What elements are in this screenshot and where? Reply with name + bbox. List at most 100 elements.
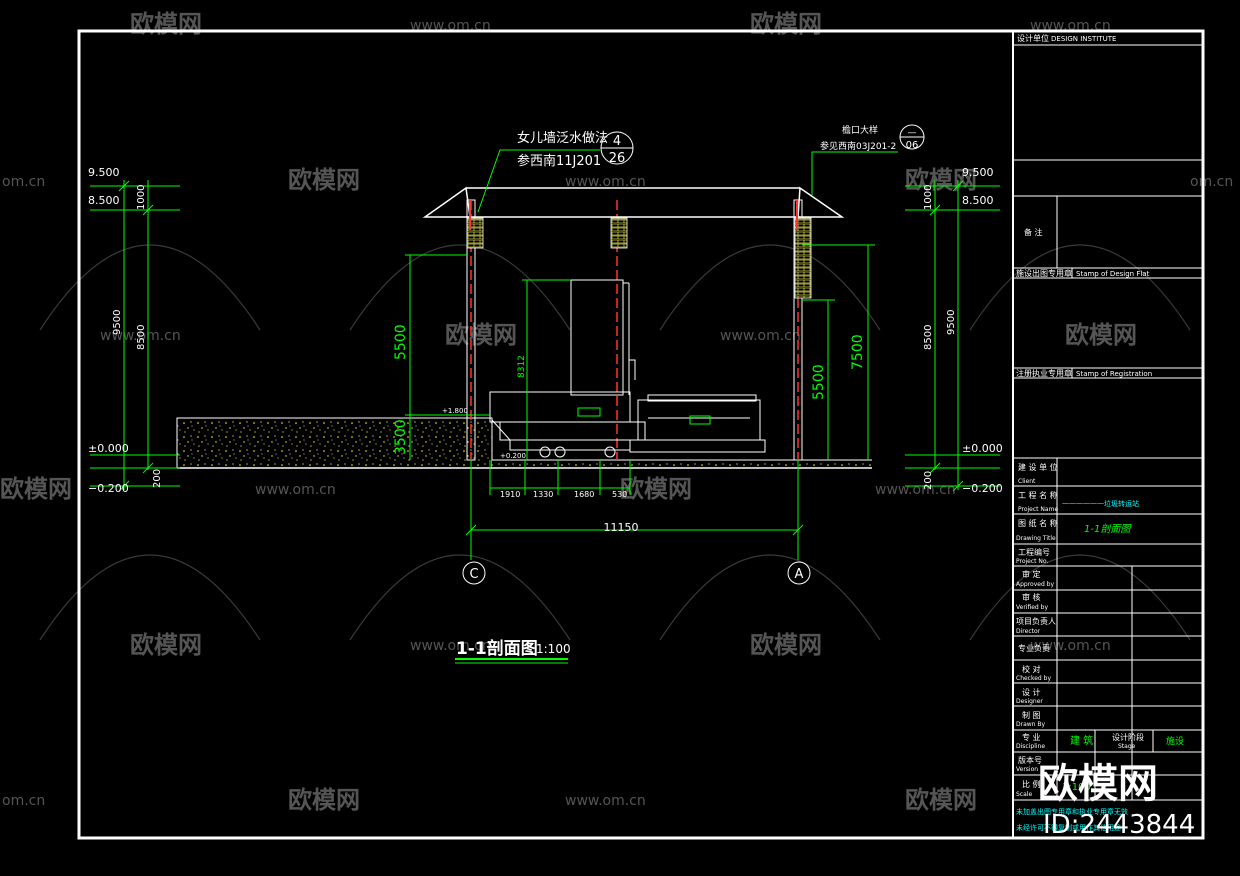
- dim-value: 1680: [574, 490, 594, 499]
- watermark-brand: 欧模网: [750, 10, 822, 38]
- tb-row-label: 工程编号: [1018, 547, 1050, 557]
- dim-value: 200: [923, 471, 934, 490]
- elevation-label: ±0.000: [88, 442, 129, 455]
- equipment-plate: [577, 407, 601, 417]
- watermark-brand: 欧模网: [750, 631, 822, 659]
- drawing-title-name: 1-1剖面图: [456, 638, 538, 659]
- equipment-green-accents: [522, 279, 711, 460]
- dim-value: 9500: [946, 310, 957, 335]
- watermark-site: om.cn: [2, 174, 45, 190]
- compactor-body: [489, 391, 631, 423]
- watermark-arcs: [39, 244, 1191, 641]
- right-tick: [929, 204, 941, 216]
- watermark-site: om.cn: [1190, 174, 1233, 190]
- axis-circle: [787, 561, 811, 585]
- tb-row-en: Client: [1018, 478, 1036, 485]
- title-block-text: 设计单位 DESIGN INSTITUTE 备 注 施设出图专用章 Stamp …: [1016, 33, 1184, 832]
- eave-callout-text1: 檐口大样: [842, 124, 878, 136]
- tb-drawing-title: 1-1剖面图: [1084, 523, 1132, 535]
- tb-row-en: Designer: [1016, 698, 1043, 705]
- watermark-brand: 欧模网: [0, 475, 72, 503]
- tb-note: 未加盖出图专用章和执业专用章无效: [1016, 807, 1128, 816]
- ground-soil-right: [492, 460, 872, 468]
- bottom-dimensions: [465, 460, 804, 560]
- tb-row-label: 校 对: [1022, 664, 1041, 674]
- left-tick: [142, 462, 154, 474]
- wheel: [604, 446, 616, 458]
- container-frame: [629, 439, 766, 453]
- tb-note: 未经许可不得复制或用作其他用途: [1016, 823, 1121, 832]
- watermark-brand: 欧模网: [288, 166, 360, 194]
- ground-soil: [176, 417, 493, 469]
- axis-label: A: [795, 567, 804, 582]
- level-mark: +1.800: [442, 407, 468, 415]
- dim-value: 9500: [112, 310, 123, 335]
- compactor-equipment: [489, 279, 766, 458]
- watermark-site: www.om.cn: [565, 793, 646, 809]
- parapet-detail-sheet: 26: [609, 151, 626, 166]
- tb-stamp-reg-en: Stamp of Registration: [1076, 370, 1152, 378]
- watermark-site: www.om.cn: [410, 638, 491, 654]
- left-tick: [118, 180, 130, 192]
- tb-design-unit-value: DESIGN INSTITUTE: [1051, 35, 1116, 43]
- left-eave: [422, 186, 471, 218]
- tb-stage-en: Stage: [1118, 743, 1136, 750]
- dim-value: 200: [152, 469, 163, 488]
- tb-version-en: Version: [1016, 766, 1038, 773]
- tb-stamp-design-label: 施设出图专用章: [1016, 268, 1072, 278]
- axis-label: C: [469, 567, 478, 582]
- right-tick: [929, 462, 941, 474]
- dim-value-total: 11150: [604, 521, 639, 534]
- interior-dim-values: 5500 3500 5500 7500 8312: [393, 324, 866, 455]
- tb-stamp-design-en: Stamp of Design Flat: [1076, 270, 1150, 278]
- tb-row-en: Director: [1016, 628, 1041, 635]
- compactor-bed: [509, 439, 631, 451]
- watermark-brand: 欧模网: [620, 475, 692, 503]
- title-block: [1013, 44, 1203, 801]
- corner-watermark-id: ID:2443844: [1043, 810, 1195, 840]
- tb-row-en: Drawing Title: [1016, 535, 1056, 542]
- interior-dimensions: [405, 244, 875, 460]
- elevation-label: 8.500: [88, 194, 120, 207]
- dim-value: 8312: [517, 355, 527, 378]
- eave-detail-num: —: [908, 128, 917, 138]
- right-eave: [797, 186, 845, 218]
- parapet-callout-text2: 参西南11J201: [517, 153, 601, 169]
- watermark-brand: 欧模网: [905, 786, 977, 814]
- eave-leader: [811, 151, 898, 195]
- tb-discipline-label: 专 业: [1022, 732, 1041, 742]
- tb-row-label: 制 图: [1022, 710, 1041, 720]
- tb-stage-label: 设计阶段: [1112, 732, 1144, 742]
- right-dimensions: [905, 180, 1000, 492]
- tb-row-label: 项目负责人: [1016, 616, 1056, 626]
- left-elevation-labels: 9.500 8.500 ±0.000 −0.200: [88, 166, 129, 495]
- drawing-title: 1-1剖面图 1:100: [455, 638, 571, 664]
- watermark-brand: 欧模网: [130, 10, 202, 38]
- corner-watermark: 欧模网 ID:2443844: [1038, 761, 1195, 840]
- dim-value: 7500: [850, 334, 866, 370]
- wheel: [554, 446, 566, 458]
- tb-row-label: 审 核: [1022, 592, 1041, 602]
- bottom-dim-values: 1910 1330 1680 530 11150: [500, 490, 639, 534]
- watermark-site: www.om.cn: [100, 328, 181, 344]
- tb-row-label: 审 定: [1022, 569, 1041, 579]
- elevation-label: 8.500: [962, 194, 994, 207]
- axis-bubble-c: C: [462, 561, 486, 585]
- drawing-frame: [77, 29, 1205, 840]
- dim-value: 5500: [393, 324, 409, 360]
- watermark-layer: 欧模网 欧模网 www.om.cn www.om.cn 欧模网 欧模网 www.…: [0, 10, 1233, 814]
- watermark-site: www.om.cn: [875, 482, 956, 498]
- tb-discipline-value: 建 筑: [1070, 734, 1093, 747]
- right-tick: [952, 180, 964, 192]
- dim-value: 3500: [393, 419, 409, 455]
- watermark-brand: 欧模网: [1065, 321, 1137, 349]
- tb-row-en: Project Name: [1018, 506, 1058, 513]
- drawing-title-scale: 1:100: [536, 642, 571, 656]
- right-elevation-labels: 9.500 8.500 ±0.000 −0.200: [962, 166, 1003, 495]
- elevation-label: 9.500: [88, 166, 120, 179]
- elevation-label: ±0.000: [962, 442, 1003, 455]
- dim-value: 8500: [923, 325, 934, 350]
- tb-project-name: 一一一一一一垃圾转运站: [1062, 499, 1139, 508]
- tb-scale-label: 比 例: [1022, 779, 1041, 789]
